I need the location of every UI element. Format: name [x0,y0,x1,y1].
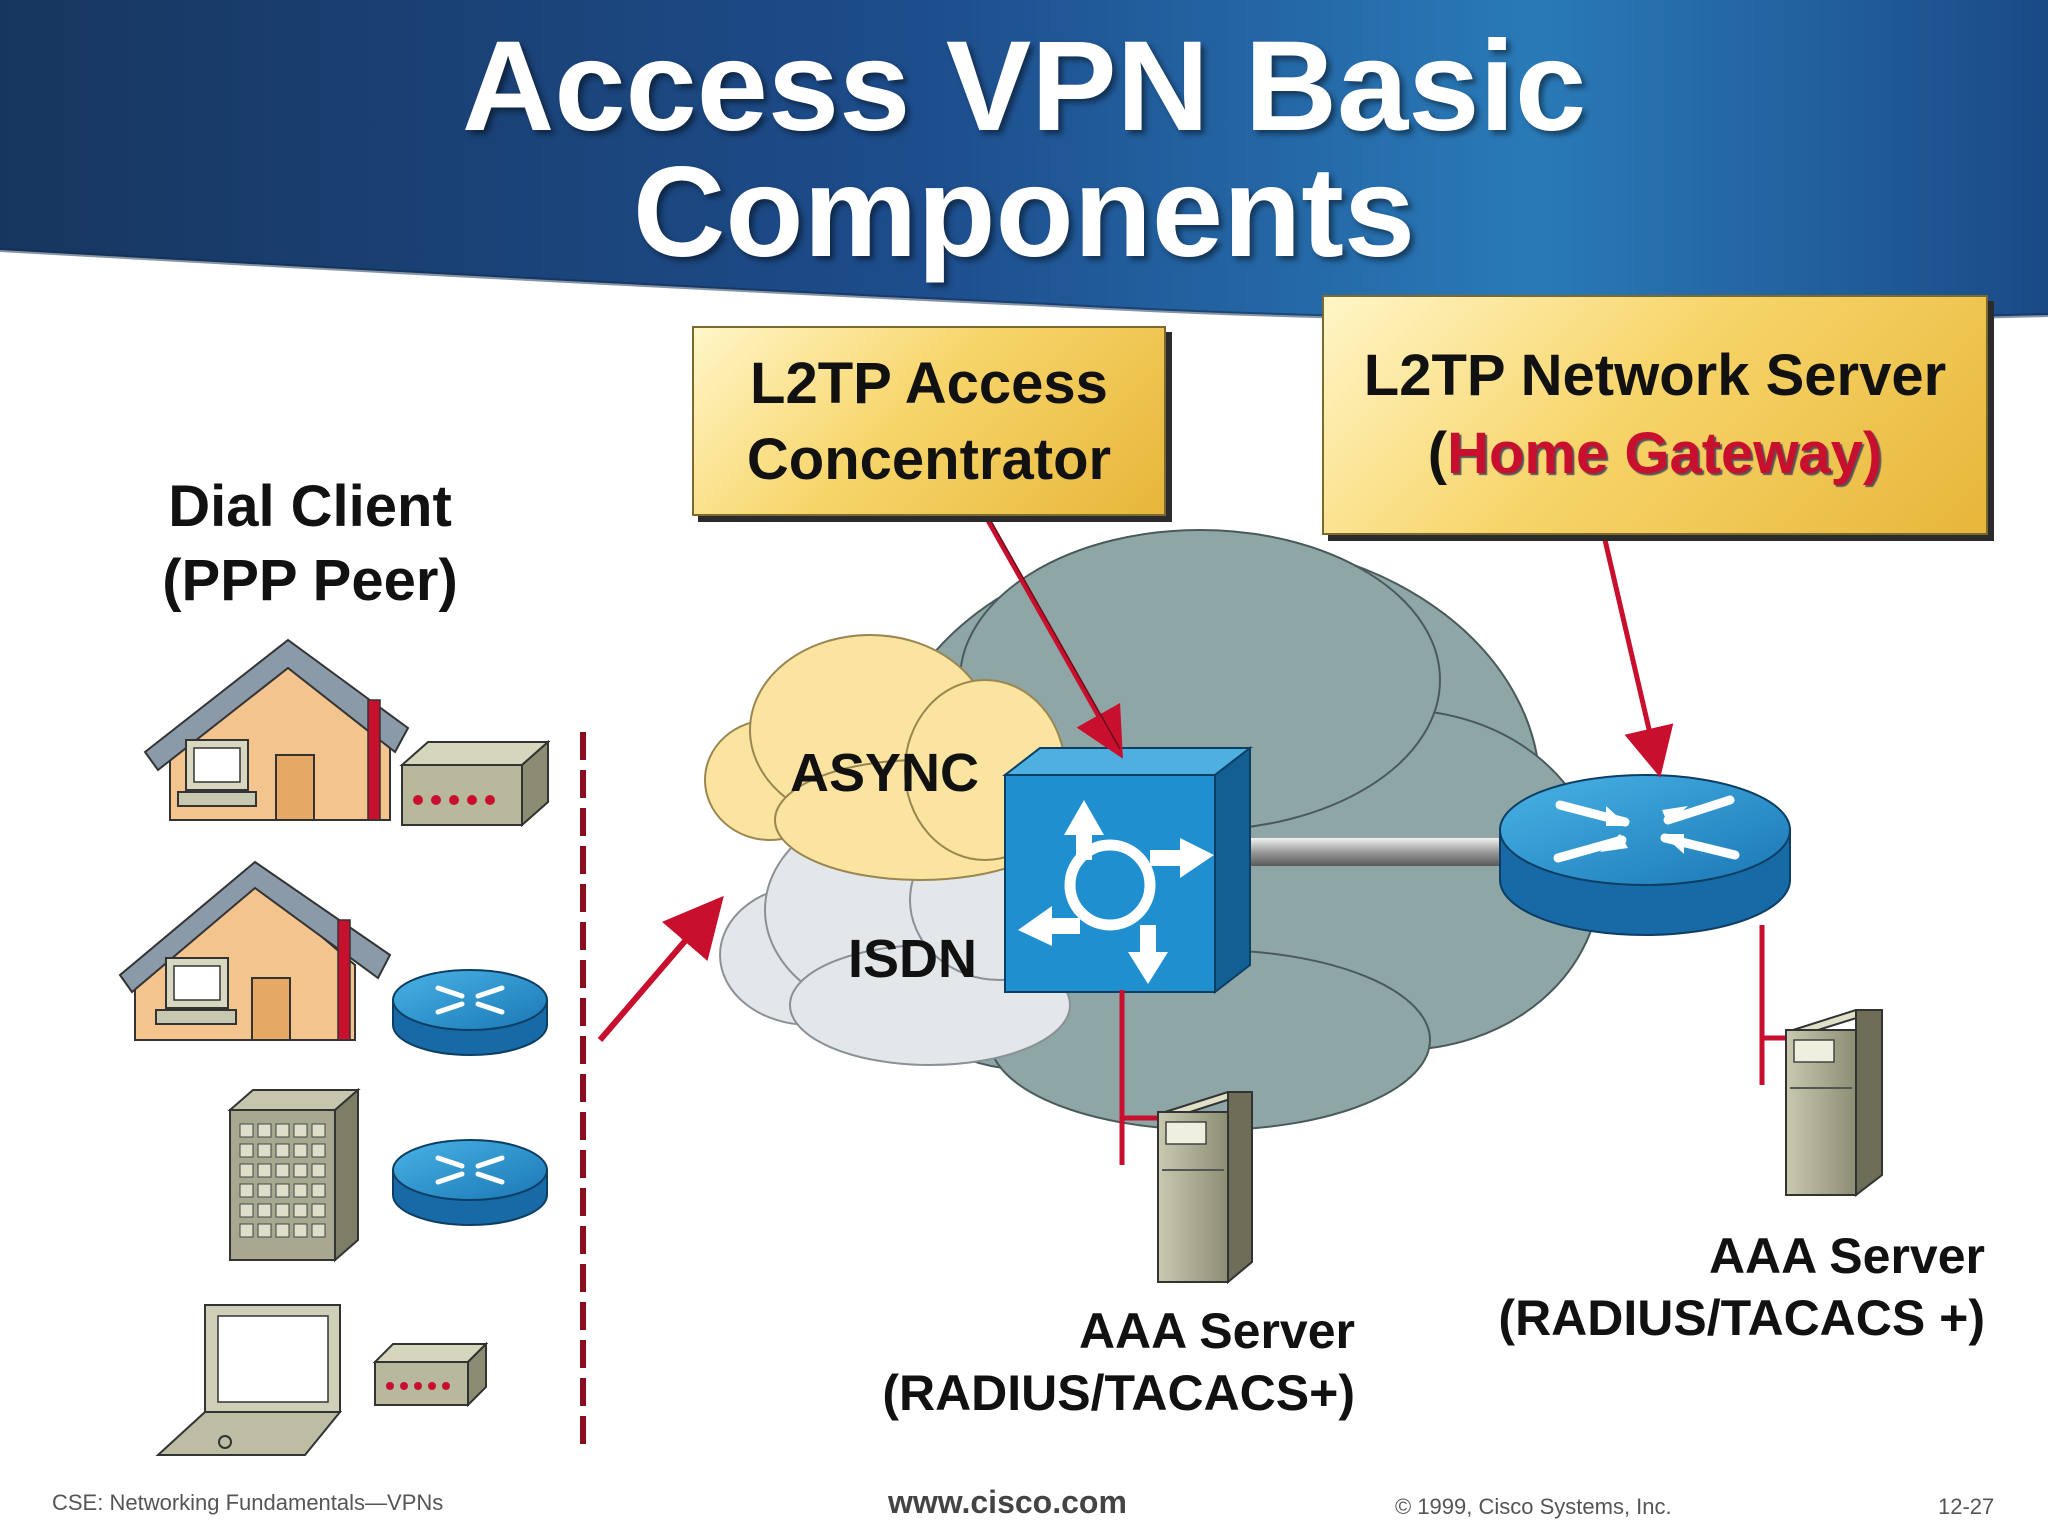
tunnel-link [1240,838,1520,866]
router-icon [392,1139,548,1226]
router-icon [1499,774,1791,936]
aaa-right-line2: (RADIUS/TACACS +) [1498,1290,1985,1346]
aaa-server-left-label: AAA Server (RADIUS/TACACS+) [830,1300,1355,1424]
server-icon [1785,1009,1883,1198]
dial-link-arrow [597,895,724,1042]
slide-title-line1: Access VPN Basic [461,15,1587,158]
dial-client-label: Dial Client (PPP Peer) [100,470,520,618]
lac-callout-line1: L2TP Access [750,351,1108,416]
office-building-icon [227,1087,361,1263]
async-label: ASYNC [790,743,980,803]
lns-callout: L2TP Network Server (Home Gateway) [1322,295,1988,535]
lac-pointer [982,513,1123,759]
footer-page-number: 12-27 [1938,1494,1995,1519]
footer-course: CSE: Networking Fundamentals—VPNs [52,1490,444,1515]
aaa-left-line1: AAA Server [1078,1303,1355,1359]
lac-callout-line2: Concentrator [746,427,1112,492]
modem-icon [399,739,551,828]
home-gateway-label: Home Gateway) [1447,421,1883,486]
lns-callout-line1: L2TP Network Server [1363,343,1947,408]
dial-client-line2: (PPP Peer) [162,548,458,613]
footer-copyright: © 1999, Cisco Systems, Inc. [1395,1494,1672,1519]
async-cloud [704,634,1066,881]
server-icon [1157,1091,1253,1285]
access-switch-icon [1002,745,1253,995]
lns-callout-line2: (Home Gateway) [1324,415,1986,493]
footer-url[interactable]: www.cisco.com [888,1484,1127,1520]
laptop-icon [155,1304,343,1456]
header-band [0,0,2048,321]
dial-client-line1: Dial Client [168,474,452,539]
lns-open-paren: ( [1427,421,1448,486]
aaa-server-right-label: AAA Server (RADIUS/TACACS +) [1440,1225,1985,1349]
aaa-left-line2: (RADIUS/TACACS+) [882,1365,1355,1421]
isdn-label: ISDN [848,929,978,989]
slide-title-line2: Components [632,141,1416,284]
pc-icon [155,957,237,1025]
pc-icon [177,739,257,807]
lns-pointer [1602,539,1674,778]
modem-icon [372,1341,489,1408]
aaa-right-line1: AAA Server [1708,1228,1985,1284]
router-icon [392,969,548,1056]
lac-callout: L2TP Access Concentrator [692,326,1166,516]
